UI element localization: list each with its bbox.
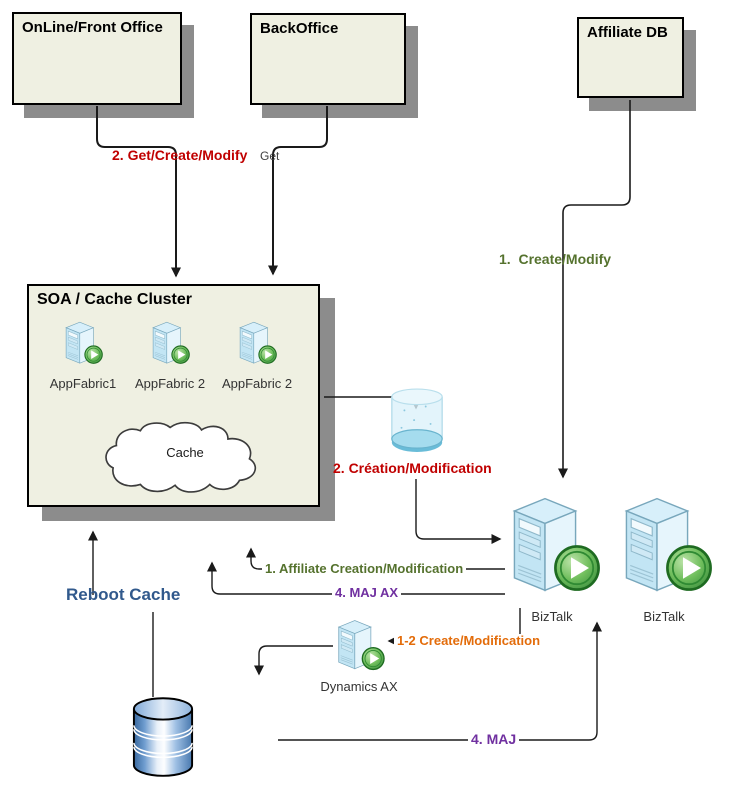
- database-node: [131, 696, 195, 780]
- arrow-maj-to-biztalk2: [278, 621, 602, 741]
- appfabric-node-2: AppFabric 2: [126, 318, 214, 392]
- arrow-affiliatedb-to-biztalk: [558, 100, 631, 479]
- appfabric-3-label: AppFabric 2: [221, 376, 293, 391]
- arrow-biztalk-to-soa-maj-ax: [207, 561, 505, 595]
- appfabric-node-1: AppFabric1: [39, 318, 127, 392]
- biztalk-node-2: BizTalk: [612, 490, 716, 624]
- label-maj-ax: 4. MAJ AX: [332, 585, 402, 601]
- arrow-dynamics-down: [254, 645, 333, 676]
- cache-cloud: Cache: [97, 420, 273, 496]
- server-tower-play-icon: [625, 497, 712, 592]
- appfabric-node-3: AppFabric 2: [213, 318, 301, 392]
- arrow-online-to-soa: [96, 106, 181, 278]
- label-1-2-create-modification: 1-2 Create/Modification: [394, 633, 544, 649]
- label-reboot-cache: Reboot Cache: [66, 585, 181, 604]
- box-soa-title: SOA / Cache Cluster: [37, 291, 193, 308]
- dynamics-ax-node: Dynamics AX: [320, 616, 398, 694]
- label-create-modify: 1. Create/Modify: [499, 251, 612, 267]
- cache-bucket-node: [387, 386, 447, 458]
- biztalk-node-1: BizTalk: [500, 490, 604, 624]
- box-affiliate-db-title: Affiliate DB: [587, 24, 668, 41]
- biztalk-1-label: BizTalk: [531, 609, 573, 624]
- database-cylinder-icon: [132, 697, 194, 777]
- box-online-front-office: OnLine/Front Office: [12, 12, 182, 105]
- server-tower-play-icon: [513, 497, 600, 592]
- appfabric-2-label: AppFabric 2: [134, 376, 206, 391]
- arrow-biztalk-to-soa-affiliate: [246, 547, 505, 570]
- box-online-title: OnLine/Front Office: [22, 19, 163, 36]
- box-affiliate-db: Affiliate DB: [577, 17, 684, 98]
- cache-cloud-label: Cache: [166, 445, 204, 460]
- box-backoffice: BackOffice: [250, 13, 406, 105]
- cache-bucket-icon: [391, 388, 443, 453]
- arrow-bucket-to-biztalk: [415, 479, 502, 544]
- dynamics-ax-label: Dynamics AX: [320, 679, 398, 694]
- label-affiliate-creation-modification: 1. Affiliate Creation/Modification: [262, 561, 467, 577]
- box-soa-cache-cluster: SOA / Cache Cluster AppFabric1 AppFabric…: [27, 284, 320, 507]
- server-tower-play-icon: [338, 620, 385, 671]
- label-creation-modification: 2. Création/Modification: [333, 460, 492, 476]
- box-backoffice-title: BackOffice: [260, 20, 339, 37]
- label-maj: 4. MAJ: [468, 731, 520, 748]
- arrow-backoffice-to-soa: [268, 106, 328, 276]
- label-get-create-modify: 2. Get/Create/Modify: [112, 147, 248, 163]
- label-get: Get: [260, 149, 280, 163]
- appfabric-1-label: AppFabric1: [49, 376, 117, 391]
- biztalk-2-label: BizTalk: [643, 609, 685, 624]
